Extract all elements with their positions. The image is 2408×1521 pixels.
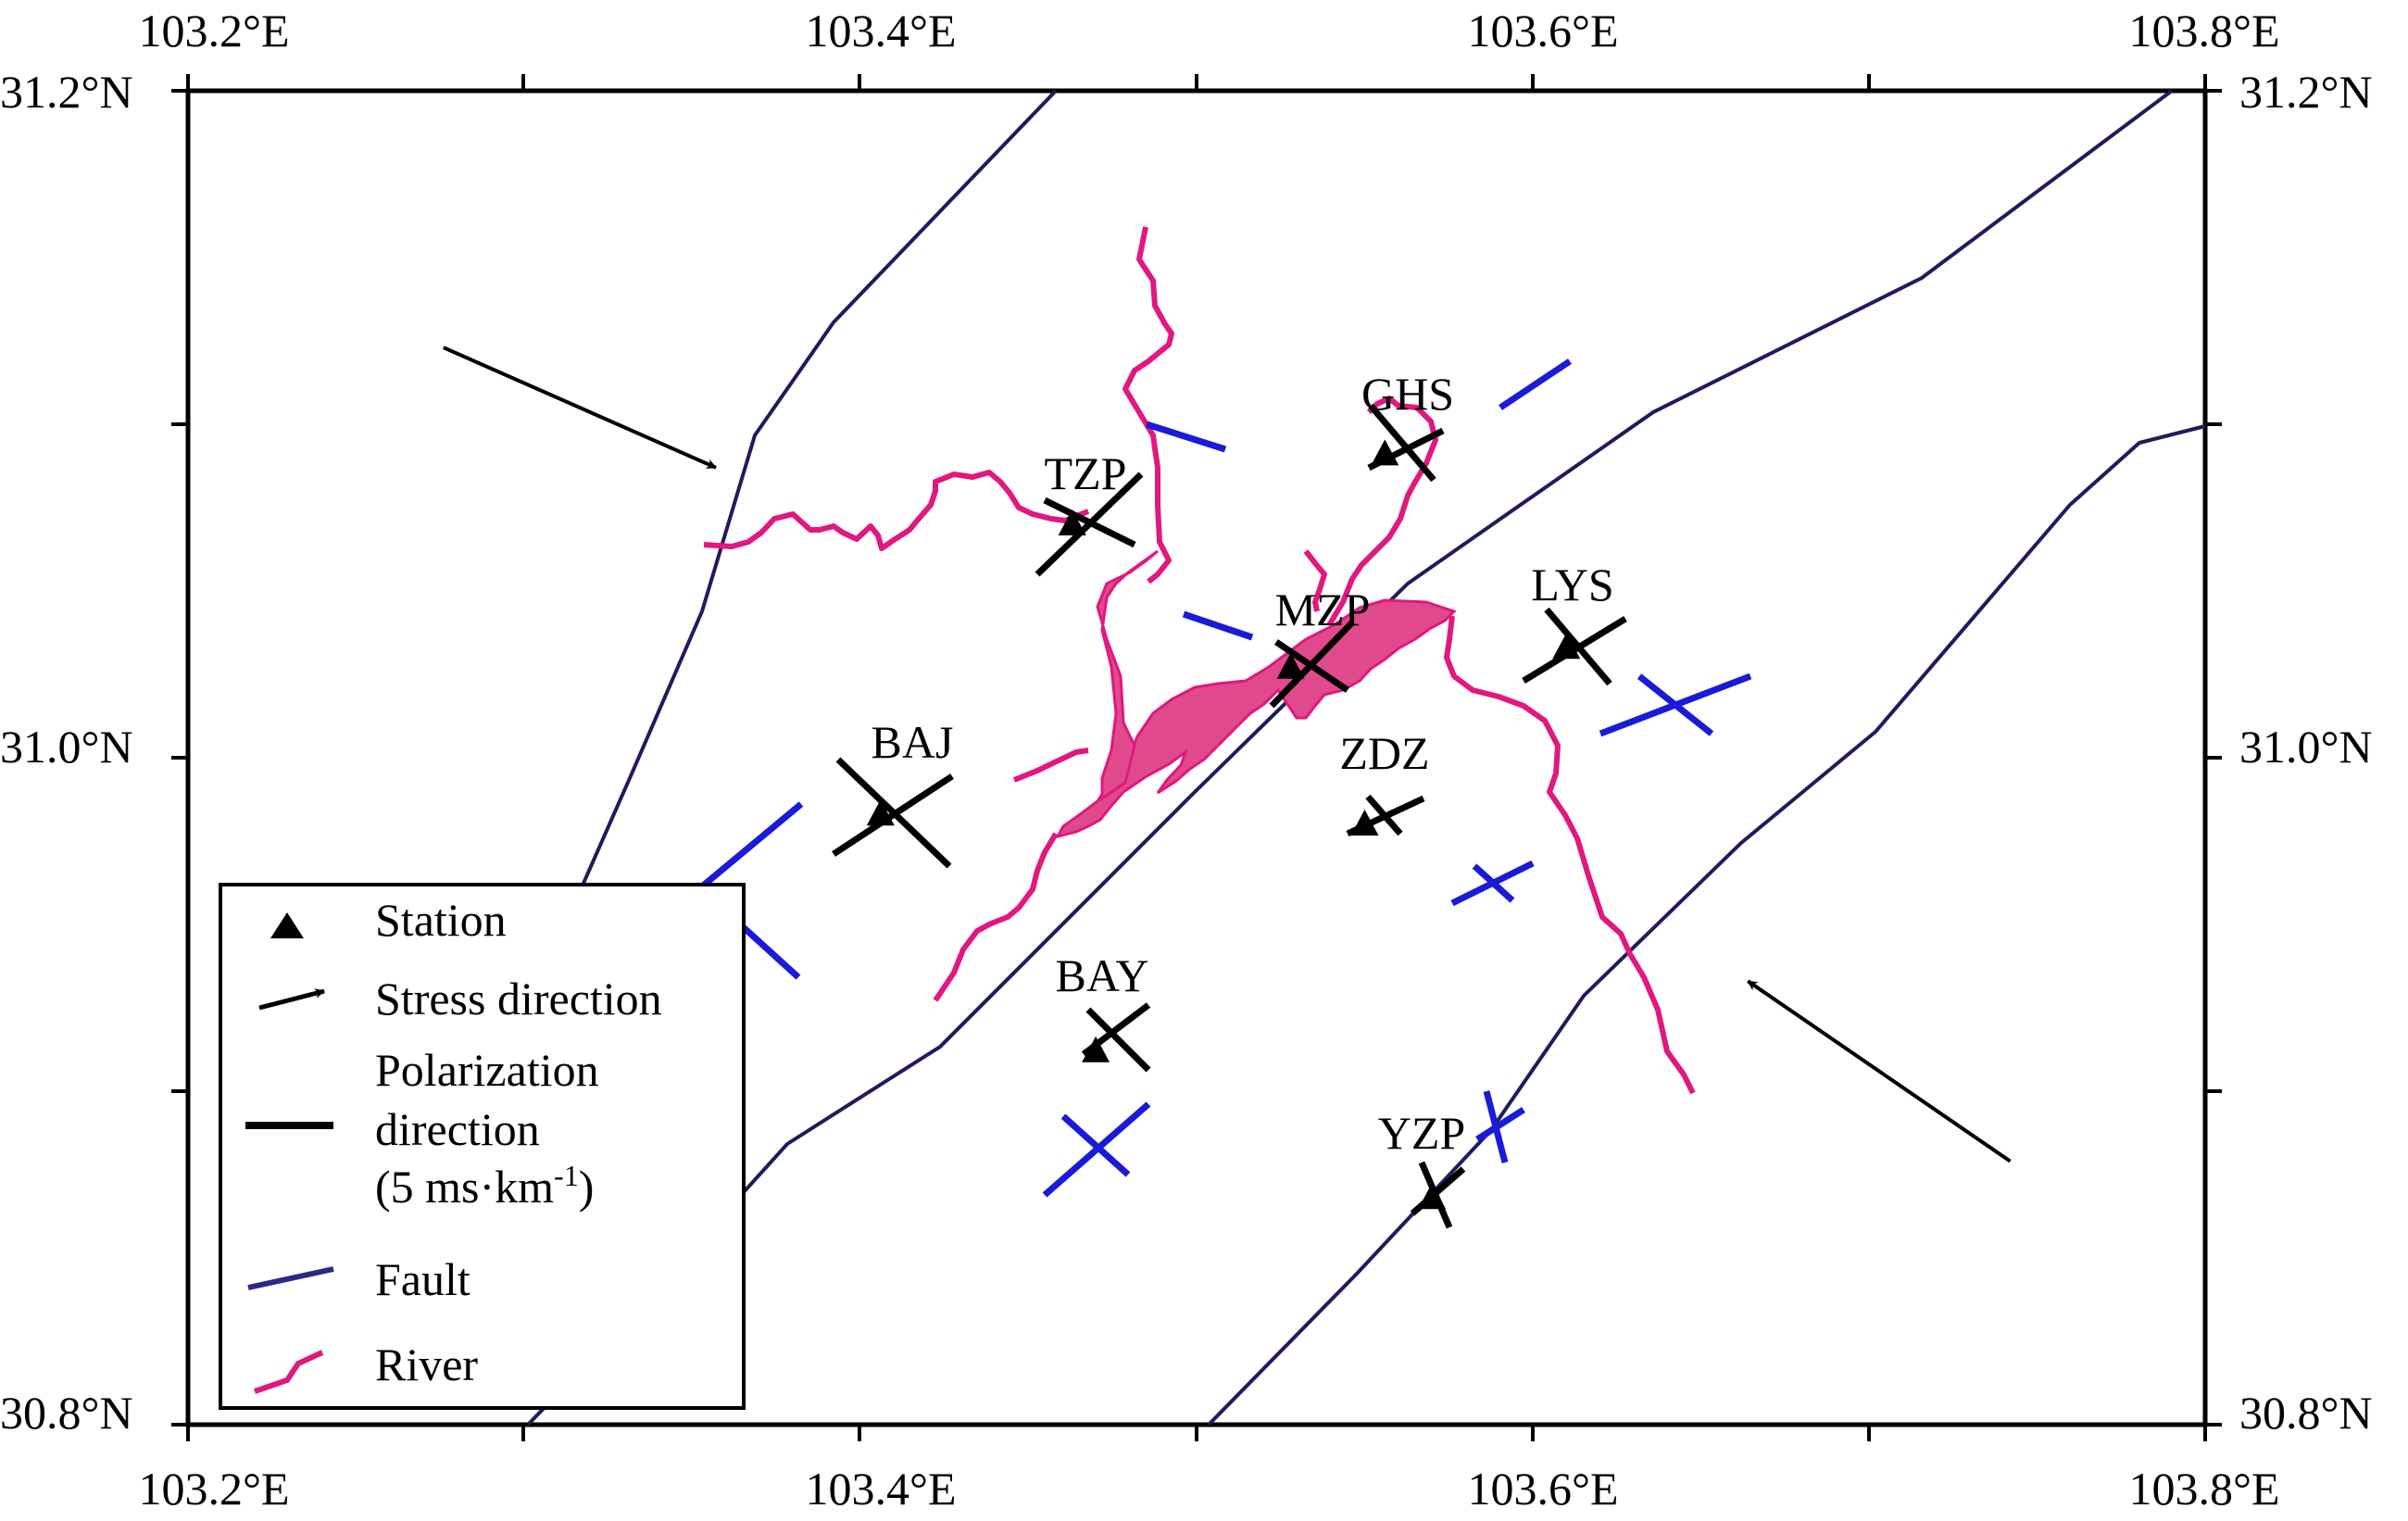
station-marker-ghs (1371, 439, 1399, 466)
station-marker-yzp (1418, 1183, 1447, 1210)
right-lat-label: 30.8°N (2239, 1387, 2373, 1439)
legend-fault-icon (247, 1266, 334, 1290)
bottom-lon-label: 103.4°E (805, 1463, 956, 1515)
station-label-tzp: TZP (1045, 447, 1127, 499)
stations (866, 439, 1581, 1210)
station-label-bay: BAY (1056, 949, 1149, 1001)
river-upper-fill (1096, 549, 1159, 801)
reference-crosses (683, 358, 1752, 1198)
stress-arrow-1 (443, 346, 717, 470)
station-marker-mzp (1276, 652, 1305, 679)
station-label-lys: LYS (1531, 559, 1613, 610)
station-marker-bay (1082, 1036, 1110, 1062)
station-marker-lys (1552, 633, 1581, 660)
river (703, 226, 1696, 1095)
legend-polarization-line2: direction (375, 1103, 540, 1155)
legend-box (219, 883, 746, 1410)
station-marker-tzp (1058, 509, 1086, 535)
station-label-ghs: GHS (1361, 368, 1454, 420)
legend-river-icon (254, 1350, 324, 1394)
top-lon-label: 103.8°E (2128, 5, 2279, 57)
river-lines (703, 226, 1696, 1095)
station-marker-baj (866, 799, 895, 826)
top-lon-label: 103.4°E (805, 5, 956, 57)
bottom-lon-label: 103.2°E (138, 1463, 289, 1515)
legend-river-label: River (375, 1339, 478, 1390)
legend: Station Stress direction Polarization di… (219, 883, 746, 1410)
legend-station-label: Station (375, 894, 507, 946)
station-labels: GHS TZP MZP LYS BAJ ZDZ BAY YZP (872, 368, 1614, 1159)
station-label-zdz: ZDZ (1339, 727, 1429, 779)
station-label-baj: BAJ (872, 716, 954, 768)
legend-station-icon (270, 912, 304, 938)
right-lat-label: 31.2°N (2239, 66, 2373, 118)
station-label-mzp: MZP (1275, 584, 1371, 635)
left-lat-label: 30.8°N (0, 1387, 133, 1439)
legend-polarization-line3: (5 ms·km-1) (375, 1159, 594, 1213)
axis-labels: 103.2°E 103.4°E 103.6°E 103.8°E 103.2°E … (0, 5, 2373, 1515)
legend-polarization-line1: Polarization (375, 1044, 599, 1096)
right-lat-label: 31.0°N (2239, 721, 2373, 773)
reservoir (1055, 598, 1457, 839)
left-lat-label: 31.0°N (0, 721, 133, 773)
stress-arrow-2 (1747, 979, 2012, 1163)
bottom-lon-label: 103.6°E (1467, 1463, 1618, 1515)
left-lat-label: 31.2°N (0, 66, 133, 118)
top-lon-label: 103.2°E (138, 5, 289, 57)
stress-arrows (443, 346, 2012, 1163)
station-marker-zdz (1350, 810, 1379, 836)
legend-stress-label: Stress direction (375, 973, 662, 1024)
tick-marks (171, 74, 2222, 1441)
polarization-bars (832, 403, 1627, 1229)
top-lon-label: 103.6°E (1467, 5, 1618, 57)
bottom-lon-label: 103.8°E (2128, 1463, 2279, 1515)
legend-fault-label: Fault (375, 1253, 470, 1305)
legend-arrow-icon (258, 988, 326, 1011)
fault-line-1 (498, 89, 1058, 1002)
fault-line-3 (1207, 424, 2206, 1427)
station-label-yzp: YZP (1378, 1107, 1465, 1159)
